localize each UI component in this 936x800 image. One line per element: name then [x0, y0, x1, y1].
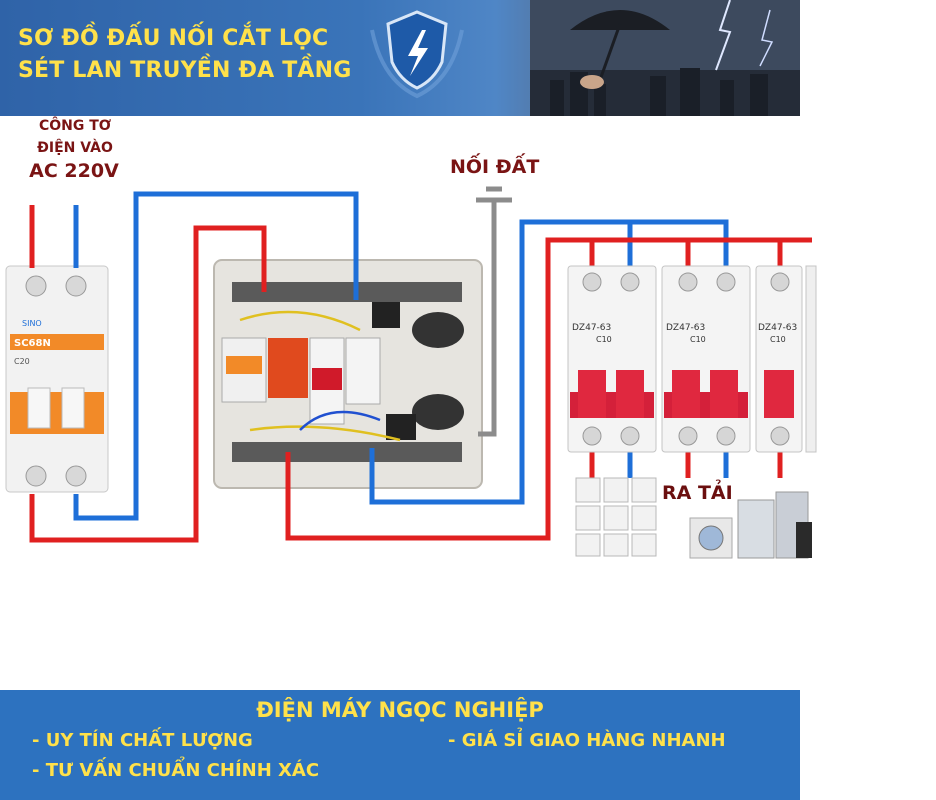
meter-label-line1: CÔNG TƠ [38, 118, 112, 134]
branch-breaker-rating: C10 [690, 335, 706, 344]
branch-breaker-model: DZ47-63 [758, 323, 797, 333]
meter-label-line2: ĐIỆN VÀO [37, 140, 113, 156]
footer-item-delivery: - GIÁ SỈ GIAO HÀNG NHANH [448, 730, 726, 751]
header-banner: SƠ ĐỒ ĐẤU NỐI CẮT LỌC SÉT LAN TRUYỀN ĐA … [0, 0, 800, 116]
home-appliances-image [689, 491, 812, 559]
branch-breaker-rating: C10 [770, 335, 786, 344]
footer-banner: ĐIỆN MÁY NGỌC NGHIỆP - UY TÍN CHẤT LƯỢNG… [0, 690, 800, 800]
header-title-line2: SÉT LAN TRUYỀN ĐA TẦNG [18, 58, 352, 83]
main-breaker-model: SC68N [14, 338, 51, 349]
lightning-shield-icon [370, 10, 464, 99]
footer-item-consulting: - TƯ VẤN CHUẨN CHÍNH XÁC [32, 760, 320, 781]
wiring-diagram: SC68N SINO C20 [5, 186, 817, 559]
wall-outlets-image [575, 477, 657, 557]
ground-wire [476, 186, 512, 437]
footer-item-quality: - UY TÍN CHẤT LƯỢNG [32, 730, 253, 751]
live-wires [29, 205, 812, 543]
branch-breaker-2: DZ47-63 C10 [661, 265, 751, 453]
surge-protection-enclosure [213, 259, 483, 489]
storm-umbrella-image [530, 0, 800, 116]
main-breaker: SC68N SINO C20 [5, 265, 109, 493]
ground-label: NỐI ĐẤT [450, 156, 540, 178]
main-breaker-rating: C20 [14, 357, 30, 366]
branch-breaker-3: DZ47-63 C10 [755, 265, 803, 453]
neutral-wires [73, 191, 729, 521]
load-label: RA TẢI [662, 482, 733, 504]
header-title-line1: SƠ ĐỒ ĐẤU NỐI CẮT LỌC [18, 26, 329, 51]
branch-breaker-4-partial [805, 265, 817, 453]
meter-voltage-label: AC 220V [29, 160, 119, 182]
branch-breaker-model: DZ47-63 [666, 323, 705, 333]
branch-breaker-rating: C10 [596, 335, 612, 344]
branch-breaker-1: DZ47-63 C10 [567, 265, 657, 453]
footer-brand: ĐIỆN MÁY NGỌC NGHIỆP [256, 698, 544, 722]
branch-breaker-model: DZ47-63 [572, 323, 611, 333]
main-breaker-brand: SINO [22, 319, 42, 328]
